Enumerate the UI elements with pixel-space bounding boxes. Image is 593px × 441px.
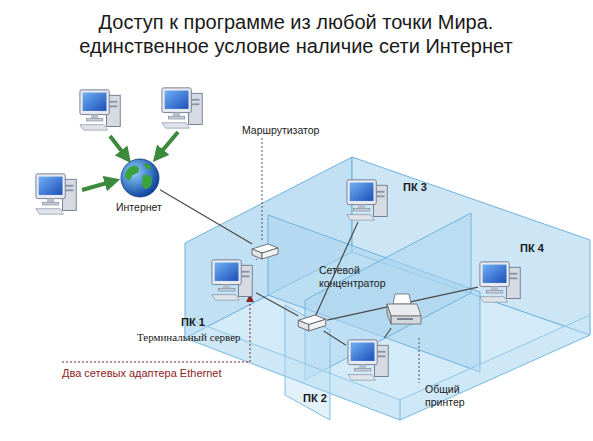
internet-arrow [82,181,114,190]
node-label: Интернет [116,201,162,214]
internet-arrow [110,136,127,158]
pc-icon [348,340,388,380]
globe-icon [121,159,159,197]
leader-line [419,338,420,383]
leader-line [262,138,263,242]
network-node: ПК 1Терминальный сервер [210,258,256,302]
pc-role: Терминальный сервер [137,331,241,344]
callout-label: Маршрутизатор [242,124,319,137]
callout-label: Сетевой концентратор [319,264,399,289]
network-cable [384,328,391,338]
pc-icon [347,180,387,220]
diagram-title: Доступ к программе из любой точки Мира. … [56,10,536,58]
network-cable [160,190,252,244]
network-cable [324,331,346,345]
leader-line [62,300,250,362]
remote-pc [162,88,202,128]
wall [400,315,590,420]
remote-pc [36,174,76,214]
network-node: ПК 4 [478,260,524,304]
network-cable [256,293,298,316]
network-node: ПК 2 [346,338,392,382]
pc-name: ПК 1 [181,316,205,329]
internet-arrow [157,132,178,157]
network-node: Общий принтер [385,294,421,328]
printer-icon [387,294,421,324]
network-cable [255,258,257,260]
pc-name: ПК 3 [403,181,427,194]
remote-pc [80,90,120,130]
router-icon [252,244,278,259]
annotation-label: Два сетевых адаптера Ethernet [62,367,221,379]
pc-name: ПК 4 [520,242,544,255]
pc-icon [480,262,520,302]
network-node: Интернет [120,158,160,198]
callout-label: Общий принтер [425,383,477,408]
pc-name: ПК 2 [303,392,327,405]
network-node: Маршрутизатор [252,244,278,259]
pc-icon [212,260,252,300]
hub-icon [298,315,325,331]
network-node: Сетевой концентратор [297,316,327,331]
network-node: ПК 3 [345,178,391,222]
